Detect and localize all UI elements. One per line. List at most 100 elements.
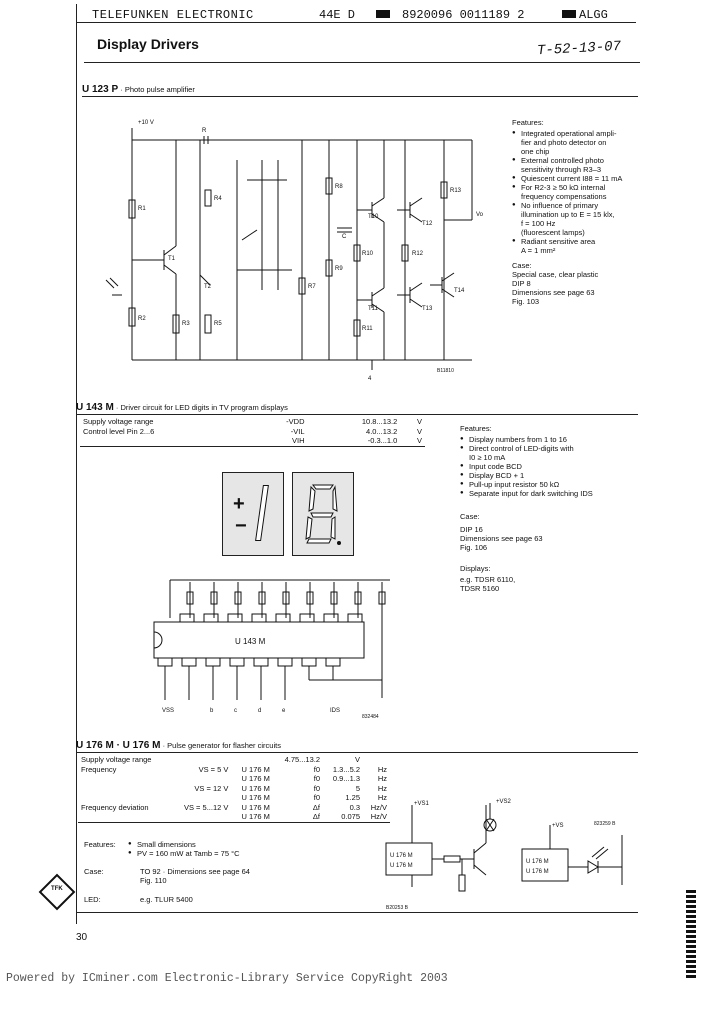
u143-pin-label: VSS bbox=[162, 708, 174, 714]
u176-case-line: Fig. 110 bbox=[140, 876, 167, 885]
u143-case-line: Dimensions see page 63 bbox=[460, 534, 543, 543]
u176-features: Features: ●Small dimensions●PV = 160 mW … bbox=[84, 840, 374, 904]
label-pin4: 4 bbox=[368, 376, 372, 382]
u176-led-value: e.g. TLUR 5400 bbox=[140, 895, 193, 904]
u143-subtitle: · Driver circuit for LED digits in TV pr… bbox=[115, 403, 288, 412]
u123-feature-line: ●External controlled photo bbox=[512, 156, 604, 165]
bullet-icon: ● bbox=[512, 184, 516, 190]
label-t14: T14 bbox=[454, 288, 465, 294]
label-rk: R bbox=[202, 128, 207, 134]
u143-ref: 832484 bbox=[362, 714, 379, 720]
bullet-icon: ● bbox=[512, 175, 516, 181]
u123-feature-line: sensitivity through R3–3 bbox=[521, 165, 602, 174]
minus-symbol: − bbox=[235, 515, 247, 537]
u123-feature-line: f = 100 Hz bbox=[521, 219, 556, 228]
label-r9: R9 bbox=[335, 266, 343, 272]
tfk-logo: TFK bbox=[38, 873, 76, 911]
u176-ref2: 823259 B bbox=[594, 821, 616, 827]
u176-features-heading: Features: bbox=[84, 840, 116, 849]
title-rule bbox=[84, 62, 640, 63]
u143-pin-label: b bbox=[210, 708, 214, 714]
u176-rule bbox=[76, 752, 638, 753]
u143-display-line: TDSR 5160 bbox=[460, 584, 500, 593]
u123-case-line: Dimensions see page 63 bbox=[512, 288, 595, 297]
one-digit bbox=[255, 485, 269, 541]
handwritten-code: T-52-13-07 bbox=[536, 38, 622, 60]
u123-feature-line: ●Radiant sensitive area bbox=[512, 237, 596, 246]
u143-pin-label: c bbox=[234, 708, 237, 714]
digit-segments bbox=[305, 484, 341, 545]
label-r1: R1 bbox=[138, 206, 146, 212]
u143-feature-line: ●Input code BCD bbox=[460, 462, 522, 471]
u123-features-list: ●Integrated operational ampli-fier and p… bbox=[512, 129, 638, 255]
u143-heading: U 143 M · Driver circuit for LED digits … bbox=[76, 402, 288, 413]
header-mark-2 bbox=[562, 10, 576, 18]
u176-case-line: TO 92 · Dimensions see page 64 bbox=[140, 867, 250, 876]
powered-by: Powered by ICminer.com Electronic-Librar… bbox=[6, 972, 448, 985]
label-r2: R2 bbox=[138, 316, 146, 322]
u123-features-heading: Features: bbox=[512, 118, 544, 127]
u123-case-line: Fig. 103 bbox=[512, 297, 540, 306]
u176-chip2-line2: U 176 M bbox=[526, 869, 549, 875]
u143-title: U 143 M bbox=[76, 402, 114, 413]
u123-feature-line: ●For R2-3 ≥ 50 kΩ internal bbox=[512, 183, 606, 192]
u143-features-heading: Features: bbox=[460, 424, 492, 433]
u123-feature-line: illumination up to E = 15 klx, bbox=[521, 210, 615, 219]
u143-feature-line: ●Separate input for dark switching IDS bbox=[460, 489, 593, 498]
u176-led-heading: LED: bbox=[84, 895, 101, 904]
header-mark bbox=[376, 10, 390, 18]
label-c: C bbox=[342, 234, 347, 240]
label-r8: R8 bbox=[335, 184, 343, 190]
u176-case-heading: Case: bbox=[84, 867, 104, 876]
u143-feature-line: ●Pull-up input resistor 50 kΩ bbox=[460, 480, 560, 489]
seven-seg-digit bbox=[292, 472, 354, 556]
bullet-icon: ● bbox=[460, 481, 464, 487]
u143-pin-label: e bbox=[282, 708, 286, 714]
label-r3: R3 bbox=[182, 321, 190, 327]
bullet-icon: ● bbox=[460, 463, 464, 469]
u176-vs: +VS bbox=[552, 823, 564, 829]
u143-chip-label: U 143 M bbox=[235, 637, 266, 646]
u176-chip2-line1: U 176 M bbox=[526, 859, 549, 865]
label-r5: R5 bbox=[214, 321, 222, 327]
u123-feature-line: (fluorescent lamps) bbox=[521, 228, 585, 237]
label-out: Vo bbox=[476, 212, 484, 218]
u176-features-list: ●Small dimensions●PV = 160 mW at Tamb = … bbox=[128, 840, 240, 858]
company-name: TELEFUNKEN ELECTRONIC bbox=[92, 8, 254, 22]
u176-vs1: +VS1 bbox=[414, 801, 430, 807]
header-suffix: ALGG bbox=[579, 8, 608, 22]
label-r7: R7 bbox=[308, 284, 316, 290]
u123-feature-line: ●Integrated operational ampli- bbox=[512, 129, 617, 138]
u176-circuits: +VS1 +VS2 +VS U 176 M U 176 M U 176 M U … bbox=[385, 799, 623, 911]
u123-feature-line: ●Quiescent current I88 = 11 mA bbox=[512, 174, 623, 183]
u143-features: Features: ●Display numbers from 1 to 16●… bbox=[460, 424, 636, 593]
label-10v: +10 V bbox=[138, 120, 154, 126]
u176-chip1-line2: U 176 M bbox=[390, 863, 413, 869]
header-numbers: 8920096 0011189 2 bbox=[402, 8, 525, 22]
u176-feature-line: ●Small dimensions bbox=[128, 840, 196, 849]
u123-subtitle: · Photo pulse amplifier bbox=[120, 85, 195, 94]
u143-feature-line: ●Direct control of LED-digits with bbox=[460, 444, 574, 453]
u143-case-line: DIP 16 bbox=[460, 525, 483, 534]
label-t1: T1 bbox=[168, 256, 176, 262]
left-margin-line bbox=[76, 4, 77, 924]
u143-feature-line: ●Display numbers from 1 to 16 bbox=[460, 435, 567, 444]
bullet-icon: ● bbox=[460, 445, 464, 451]
label-t13: T13 bbox=[422, 306, 433, 312]
u143-feature-line: ●Display BCD + 1 bbox=[460, 471, 525, 480]
label-r13: R13 bbox=[450, 188, 462, 194]
u176-ref1: B20253 B bbox=[386, 905, 409, 911]
u143-pin-label: IDS bbox=[330, 708, 340, 714]
plus-symbol: + bbox=[233, 493, 245, 515]
u143-case-heading: Case: bbox=[460, 512, 480, 521]
u176-subtitle: · Pulse generator for flasher circuits bbox=[162, 741, 281, 750]
